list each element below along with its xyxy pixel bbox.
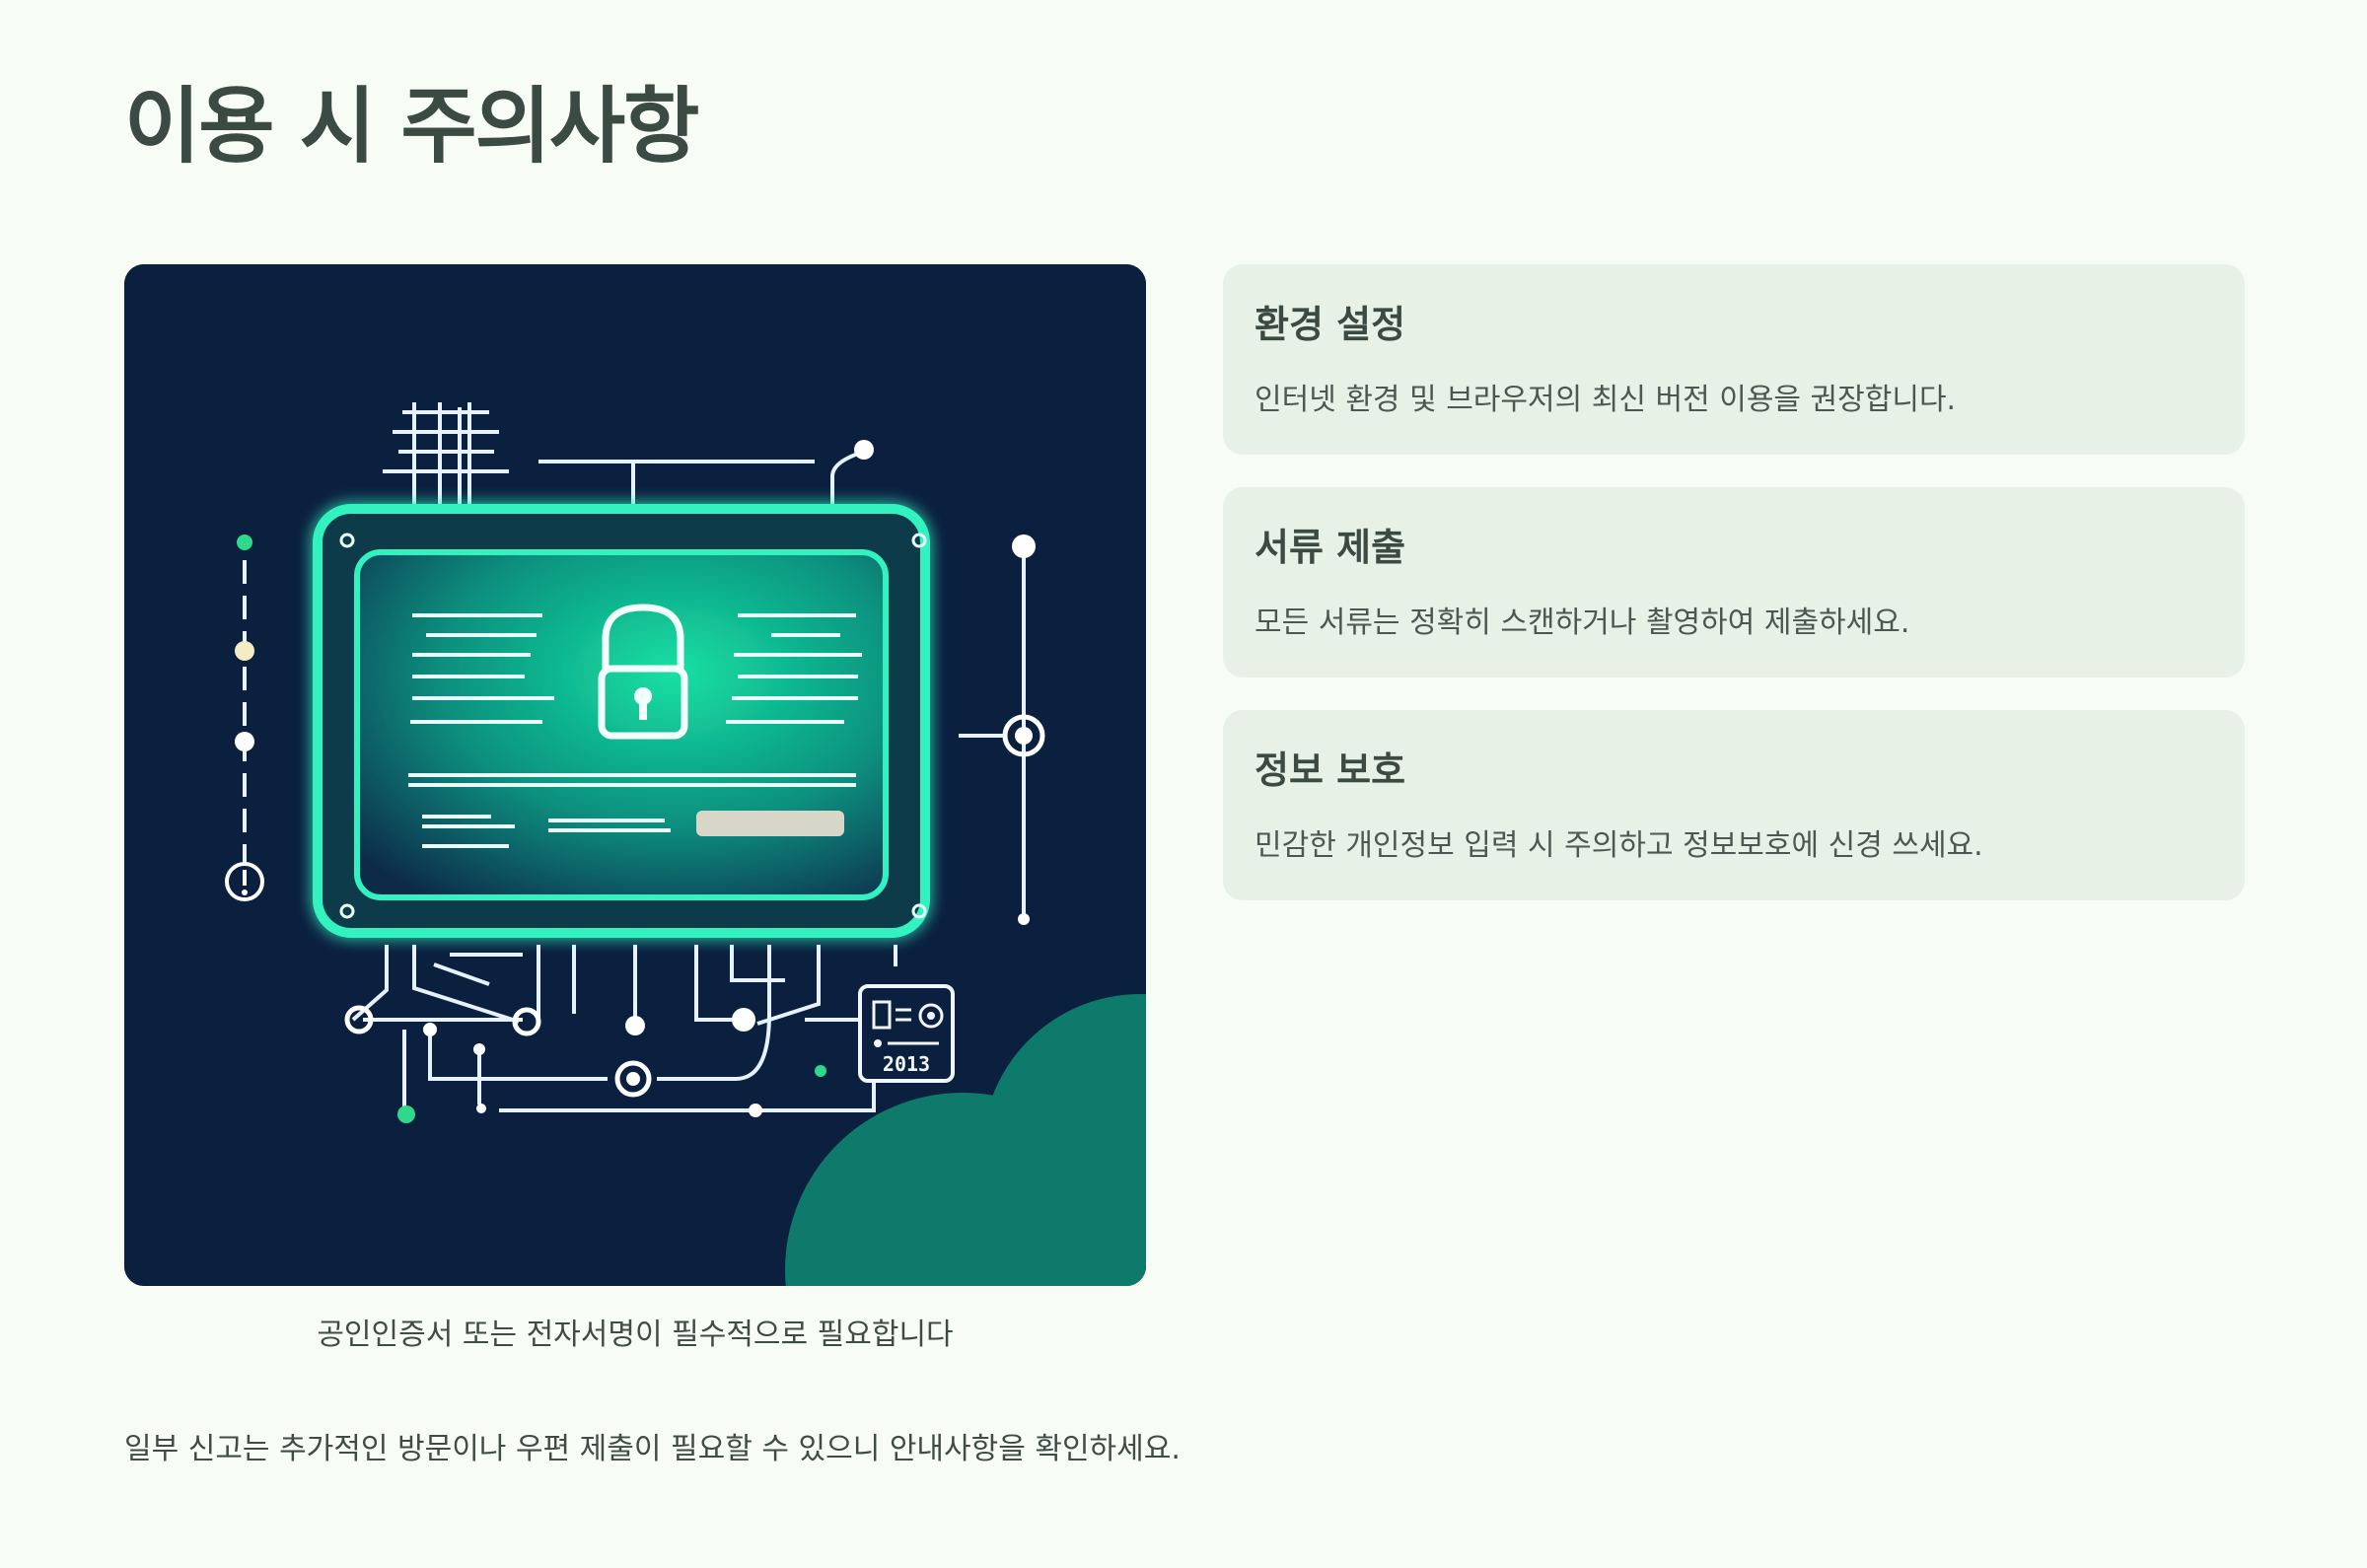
card-title: 환경 설정 xyxy=(1255,303,1406,346)
page-title: 이용 시 주의사항 xyxy=(124,78,699,175)
card-text: 민감한 개인정보 입력 시 주의하고 정보보호에 신경 쓰세요. xyxy=(1255,828,1983,863)
notice-cards: 환경 설정 인터넷 환경 및 브라우저의 최신 버전 이용을 권장합니다. 서류… xyxy=(1223,264,2245,933)
lock-icon xyxy=(598,604,688,740)
antenna-icon xyxy=(383,402,509,540)
card-documents: 서류 제출 모든 서류는 정확히 스캔하거나 촬영하여 제출하세요. xyxy=(1223,487,2245,677)
card-privacy: 정보 보호 민감한 개인정보 입력 시 주의하고 정보보호에 신경 쓰세요. xyxy=(1223,710,2245,900)
id-card-icon: 2013 xyxy=(858,984,955,1083)
badge-year: 2013 xyxy=(883,1052,930,1076)
cloud-shape xyxy=(785,994,1146,1286)
card-environment: 환경 설정 인터넷 환경 및 브라우저의 최신 버전 이용을 권장합니다. xyxy=(1223,264,2245,455)
card-text: 모든 서류는 정확히 스캔하거나 촬영하여 제출하세요. xyxy=(1255,606,1910,640)
card-title: 서류 제출 xyxy=(1255,526,1406,569)
footnote: 일부 신고는 추가적인 방문이나 우편 제출이 필요할 수 있으니 안내사항을 … xyxy=(124,1432,1181,1466)
alert-icon xyxy=(225,862,264,901)
image-caption: 공인인증서 또는 전자서명이 필수적으로 필요합니다 xyxy=(317,1318,954,1352)
security-illustration: 2013 xyxy=(124,264,1146,1286)
card-text: 인터넷 환경 및 브라우저의 최신 버전 이용을 권장합니다. xyxy=(1255,383,1957,417)
card-title: 정보 보호 xyxy=(1255,748,1406,792)
